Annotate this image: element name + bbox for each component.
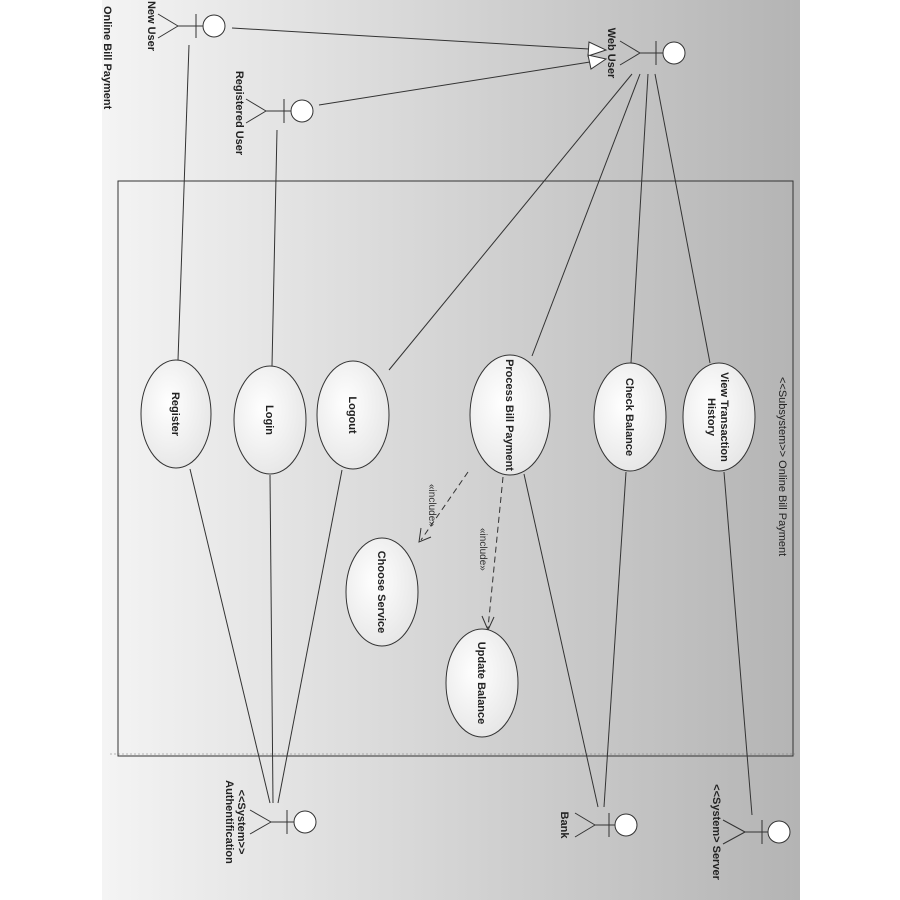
actor-system-authentification: [249, 809, 317, 835]
assoc-check-bank: [603, 471, 627, 808]
assoc-register-auth: [189, 468, 271, 804]
gen-reguser-webuser: [318, 61, 591, 106]
use-case-login: Login: [233, 365, 307, 475]
use-case-check-balance: Check Balance: [593, 362, 667, 472]
use-case-update-balance-label: Update Balance: [475, 642, 487, 725]
subsystem-label: <<Subsystem>> Online Bill Payment: [776, 377, 788, 556]
assoc-webuser-history: [654, 73, 711, 364]
assoc-history-server: [723, 471, 753, 816]
use-case-logout-label: Logout: [346, 396, 358, 434]
assoc-webuser-logout: [388, 73, 633, 371]
use-case-view-history-label-2: History: [705, 398, 717, 437]
gen-newuser-webuser: [231, 27, 590, 50]
assoc-reguser-login: [271, 129, 278, 367]
assoc-process-bank: [523, 473, 599, 808]
use-case-view-transaction-history: View Transaction History: [682, 362, 756, 472]
actor-bank: [574, 812, 638, 838]
use-case-update-balance: Update Balance: [445, 628, 519, 738]
gen-arrowhead-1: [587, 41, 608, 57]
assoc-newuser-register: [177, 44, 190, 361]
gen-arrowhead-2: [587, 54, 608, 70]
actor-registered-user-label: Registered User: [233, 71, 245, 156]
use-case-check-balance-label: Check Balance: [623, 378, 635, 456]
actor-registered-user: [245, 98, 314, 124]
assoc-webuser-process: [531, 73, 641, 357]
assoc-login-auth: [269, 474, 274, 804]
generalizations: [231, 27, 608, 106]
include-label-update: «include»: [477, 528, 488, 571]
actor-new-user-label: New User: [145, 1, 157, 52]
actor-authentification-label-1: <<System>>: [235, 790, 247, 855]
use-case-register-label: Register: [169, 392, 181, 437]
use-case-choose-service: Choose Service: [345, 537, 419, 647]
actor-system-server: [722, 819, 791, 845]
assoc-logout-auth: [277, 469, 343, 804]
use-case-logout: Logout: [316, 360, 390, 470]
use-case-choose-service-label: Choose Service: [375, 551, 387, 634]
actor-authentification-label-2: Authentification: [223, 780, 235, 864]
subsystem-boundary: [117, 180, 794, 757]
use-case-register: Register: [140, 359, 212, 469]
assoc-webuser-check: [630, 73, 649, 364]
use-case-process-bill-payment: Process Bill Payment: [469, 354, 551, 476]
include-arrow-choose: [418, 527, 432, 543]
cropped-diagram-title: Online Bill Payment: [101, 6, 113, 110]
actor-web-user: [619, 40, 686, 66]
actor-bank-label: Bank: [558, 812, 570, 840]
include-label-choose: «include»: [426, 484, 437, 527]
actor-new-user: [157, 13, 226, 39]
use-case-login-label: Login: [263, 405, 275, 435]
include-line-choose: [420, 471, 469, 541]
include-line-update: [487, 476, 504, 629]
use-case-view-history-label-1: View Transaction: [718, 372, 730, 462]
associations: [177, 44, 753, 816]
actor-web-user-label: Web User: [605, 28, 617, 79]
diagram-background: [102, 0, 800, 900]
actor-server-label: <<System> Server: [710, 784, 722, 880]
use-case-process-bill-payment-label: Process Bill Payment: [503, 359, 515, 471]
